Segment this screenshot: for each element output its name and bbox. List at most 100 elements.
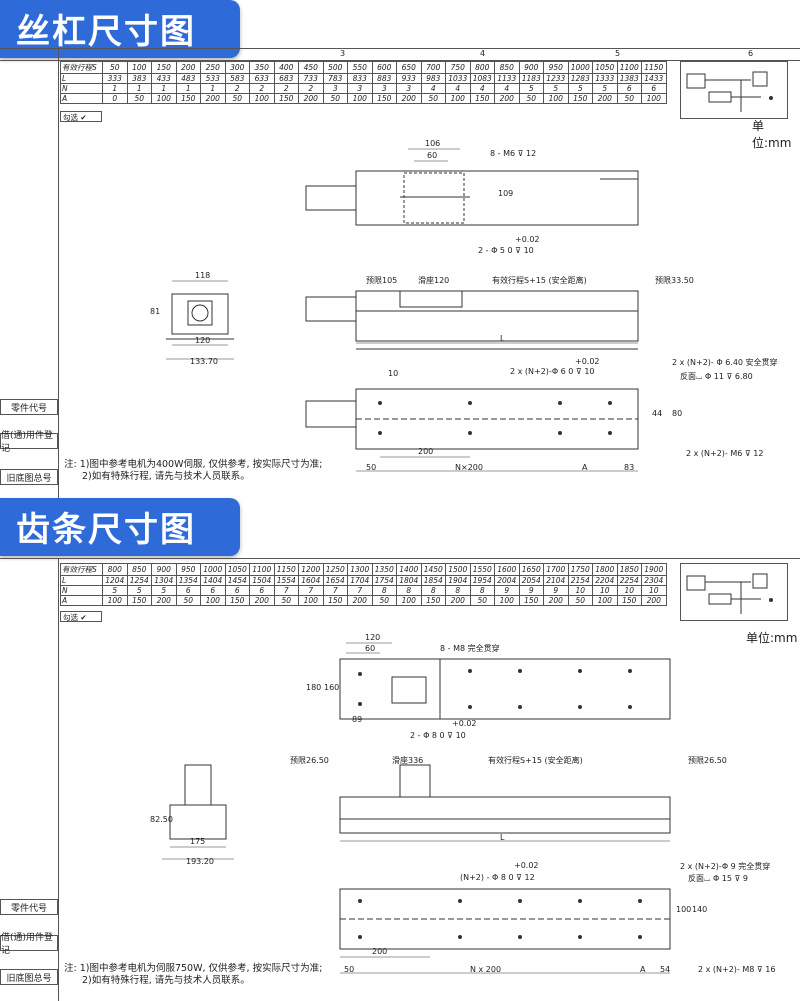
dim-160: 160	[324, 683, 340, 692]
dim-tol2: +0.02	[514, 861, 539, 870]
dim-44: 44	[652, 409, 663, 418]
dim-slide: 滑座336	[392, 756, 424, 765]
dim-106: 106	[425, 139, 441, 148]
dim-200: 200	[418, 447, 434, 456]
wiring-diagram	[680, 563, 788, 621]
table-cell: 100	[102, 595, 128, 606]
dim-109: 109	[498, 189, 514, 198]
dim-54: 54	[660, 965, 671, 974]
dim-200: 200	[372, 947, 388, 956]
dim-hole2: (N+2) - Φ 8 0 ⊽ 12	[460, 873, 535, 882]
col-number: 5	[615, 49, 621, 58]
dim-60: 60	[365, 644, 376, 653]
dim-thru: 2 x (N+2)- Φ 6.40 安全贯穿	[672, 358, 778, 367]
unit-label: 单位:mm	[746, 631, 798, 645]
dim-hole: 2 - Φ 8 0 ⊽ 10	[410, 731, 466, 740]
wiring-icon	[686, 71, 773, 112]
notes: 注: 1)图中参考电机为伺服750W, 仅供参考, 按实际尺寸为准; 2)如有特…	[64, 963, 322, 987]
rack-drawing	[162, 642, 671, 974]
dim-nx: N x 200	[470, 965, 502, 974]
dim-nx: N×200	[455, 463, 483, 472]
dim-50: 50	[344, 965, 355, 974]
section2-title-tab: 齿条尺寸图	[0, 498, 240, 556]
checkmark-icon: ✔	[80, 113, 87, 122]
dim-pre105: 预限105	[366, 276, 398, 285]
dim-180: 180	[306, 683, 322, 692]
dim-hole2: 2 x (N+2)-Φ 6 0 ⊽ 10	[510, 367, 595, 376]
wiring-diagram	[680, 61, 788, 119]
note-1: 注: 1)图中参考电机为伺服750W, 仅供参考, 按实际尺寸为准;	[64, 963, 323, 974]
dim-8250: 82.50	[150, 815, 173, 824]
wiring-icon	[686, 573, 773, 614]
dim-133: 133.70	[190, 357, 218, 366]
dim-120: 120	[195, 336, 211, 345]
dim-bolts: 8 - M8 完全贯穿	[440, 644, 500, 653]
dim-193: 193.20	[186, 857, 214, 866]
table-cell: 0	[102, 93, 128, 104]
note-2: 2)如有特殊行程, 请先与技术人员联系。	[82, 975, 250, 986]
col-number: 4	[480, 49, 486, 58]
table-cell: 200	[641, 595, 667, 606]
dim-89: 89	[352, 715, 363, 724]
col-number: 6	[748, 49, 754, 58]
dim-118: 118	[195, 271, 211, 280]
dim-10: 10	[388, 369, 399, 378]
table-cell: 100	[641, 93, 667, 104]
dim-80: 80	[672, 409, 683, 418]
dim-A: A	[640, 965, 646, 974]
side-label-old-drawing: 旧底图总号	[0, 969, 58, 985]
note-2: 2)如有特殊行程, 请先与技术人员联系。	[82, 471, 250, 482]
dim-L: L	[500, 833, 505, 842]
side-label-part-code: 零件代号	[0, 899, 58, 915]
dim-81: 81	[150, 307, 161, 316]
col-number: 3	[340, 49, 346, 58]
screw-drawing	[166, 148, 639, 472]
dim-100: 100	[676, 905, 692, 914]
dim-stroke: 有效行程S+15 (安全距离)	[492, 276, 587, 285]
dim-pre2650: 预限26.50	[290, 756, 329, 765]
frame-line	[58, 559, 59, 1001]
dim-m6: 2 x (N+2)- M6 ⊽ 12	[686, 449, 764, 458]
frame-line	[58, 49, 59, 499]
dim-140: 140	[692, 905, 708, 914]
dim-stroke: 有效行程S+15 (安全距离)	[488, 756, 583, 765]
dim-cb: 反面⌴ Φ 15 ⊽ 9	[688, 874, 748, 883]
notes: 注: 1)图中参考电机为400W伺服, 仅供参考, 按实际尺寸为准; 2)如有特…	[64, 459, 322, 483]
dim-hole: 2 - Φ 5 0 ⊽ 10	[478, 246, 534, 255]
dim-m8: 2 x (N+2)- M8 ⊽ 16	[698, 965, 776, 974]
side-label-old-drawing: 旧底图总号	[0, 469, 58, 485]
side-label-registration: 借(通)用件登记	[0, 933, 58, 956]
row-label: A	[60, 595, 103, 606]
dim-50: 50	[366, 463, 377, 472]
row-label: A	[60, 93, 103, 104]
dim-tol: +0.02	[452, 719, 477, 728]
note-1: 注: 1)图中参考电机为400W伺服, 仅供参考, 按实际尺寸为准;	[64, 459, 323, 470]
dim-120: 120	[365, 633, 381, 642]
check-row: 勾选 ✔	[60, 611, 102, 622]
unit-label: 单位:mm	[752, 119, 792, 150]
check-row: 勾选 ✔	[60, 111, 102, 122]
dim-60: 60	[427, 151, 438, 160]
dim-tol: +0.02	[515, 235, 540, 244]
dim-175: 175	[190, 837, 206, 846]
dim-slide: 滑座120	[418, 276, 450, 285]
dim-pre3350: 预限33.50	[655, 276, 694, 285]
dim-pre2650b: 预限26.50	[688, 756, 727, 765]
column-ruler: 3 4 5 6	[0, 49, 800, 61]
dim-cb: 反面⌴ Φ 11 ⊽ 6.80	[680, 372, 753, 381]
dim-83: 83	[624, 463, 635, 472]
dim-A: A	[582, 463, 588, 472]
dim-bolts: 8 - M6 ⊽ 12	[490, 149, 537, 158]
checkmark-icon: ✔	[80, 613, 87, 622]
dim-L: L	[500, 334, 505, 343]
dim-thru: 2 x (N+2)-Φ 9 完全贯穿	[680, 862, 771, 871]
